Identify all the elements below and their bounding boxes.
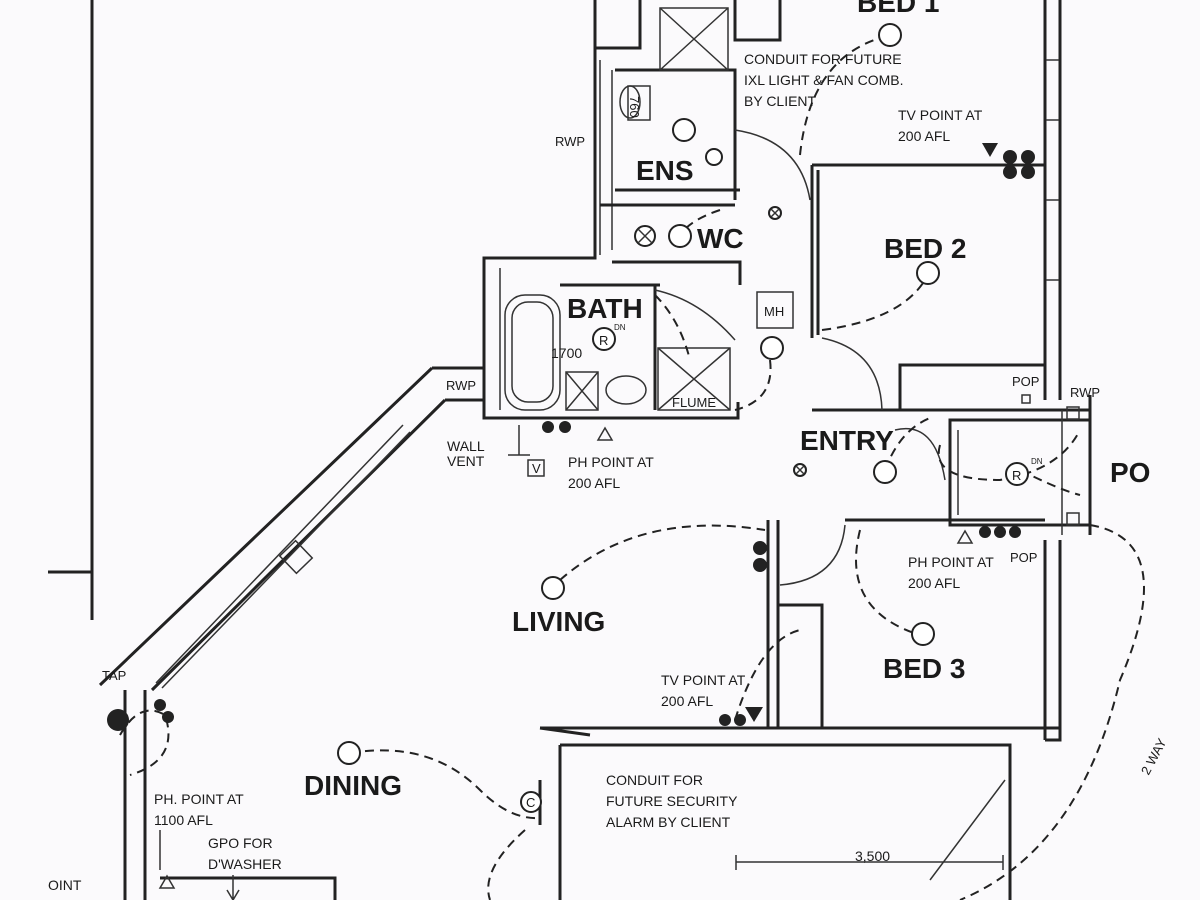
- label-flume: FLUME: [672, 395, 716, 410]
- circuits: [119, 37, 1145, 900]
- room-label-bed1: BED 1: [857, 0, 939, 18]
- security-conduit: [520, 791, 542, 813]
- light-point-bed2: [916, 261, 940, 285]
- label-pop-top: POP: [1012, 374, 1039, 389]
- symbol-r-entry: R: [1012, 468, 1021, 483]
- note-ph-bed3-1: PH POINT AT: [908, 554, 994, 570]
- label-rwp-bath: RWP: [446, 378, 476, 393]
- note-wall-vent-1: WALL: [447, 438, 485, 454]
- note-tv-living-1: TV POINT AT: [661, 672, 746, 688]
- note-conduit-future-3: BY CLIENT: [744, 93, 817, 109]
- label-wc-pan: 760: [627, 96, 642, 118]
- room-label-wc: WC: [697, 223, 744, 254]
- note-tv-top-2: 200 AFL: [898, 128, 950, 144]
- room-label-entry: ENTRY: [800, 425, 894, 456]
- label-rwp-right: RWP: [1070, 385, 1100, 400]
- note-ph-bed3-2: 200 AFL: [908, 575, 960, 591]
- note-gpo-1: GPO FOR: [208, 835, 273, 851]
- room-label-living: LIVING: [512, 606, 605, 637]
- room-label-bed3: BED 3: [883, 653, 965, 684]
- light-point-hall: [760, 336, 784, 360]
- label-v: V: [532, 461, 541, 476]
- vent-box: [527, 459, 545, 477]
- walls: [48, 0, 1092, 900]
- note-ph-bath-1: PH POINT AT: [568, 454, 654, 470]
- tv-point-living: [745, 707, 763, 722]
- note-tv-top-1: TV POINT AT: [898, 107, 983, 123]
- room-label-bath: BATH: [567, 293, 643, 324]
- label-bath-dim: 1700: [551, 345, 582, 361]
- note-security-1: CONDUIT FOR: [606, 772, 703, 788]
- symbol-r-bath: R: [599, 333, 608, 348]
- label-mh: MH: [764, 304, 784, 319]
- light-point-living: [541, 576, 565, 600]
- tv-point-bed1: [982, 143, 998, 157]
- exhaust-fan-ens: [705, 148, 723, 166]
- note-ph-dining-1: PH. POINT AT: [154, 791, 244, 807]
- light-point-ens: [672, 118, 696, 142]
- label-pop-bottom: POP: [1010, 550, 1037, 565]
- room-label-bed2: BED 2: [884, 233, 966, 264]
- rcd-entry: [1005, 462, 1029, 486]
- room-label-ens: ENS: [636, 155, 694, 186]
- symbol-dn-entry: DN: [1031, 457, 1043, 466]
- note-security-2: FUTURE SECURITY: [606, 793, 738, 809]
- note-ph-dining-2: 1100 AFL: [154, 812, 213, 828]
- note-security-3: ALARM BY CLIENT: [606, 814, 731, 830]
- room-label-po-cut: PO: [1110, 457, 1150, 488]
- room-labels: BED 1 ENS WC BED 2 BATH ENTRY LIVING BED…: [304, 0, 1150, 801]
- phone-point-bath: [596, 426, 614, 441]
- label-dim-3500: 3,500: [855, 848, 890, 864]
- double-gpo-symbols: [107, 150, 1035, 731]
- note-wall-vent-2: VENT: [447, 453, 485, 469]
- symbol-dn-bath: DN: [614, 323, 626, 332]
- label-tap: TAP: [102, 668, 126, 683]
- symbol-c: C: [526, 795, 535, 810]
- light-point-dining: [337, 741, 361, 765]
- note-gpo-2: D'WASHER: [208, 856, 282, 872]
- light-point-wc: [668, 224, 692, 248]
- light-point-bed1: [878, 23, 902, 47]
- manhole: [756, 291, 794, 329]
- light-point-entry: [873, 460, 897, 484]
- note-conduit-future-2: IXL LIGHT & FAN COMB.: [744, 72, 903, 88]
- phone-point-bed3: [956, 529, 974, 544]
- label-oint-cut: OINT: [48, 877, 82, 893]
- note-tv-living-2: 200 AFL: [661, 693, 713, 709]
- rcd-bath: [592, 327, 616, 351]
- door-swings: [654, 129, 946, 586]
- fixtures-symbols: [107, 23, 1080, 900]
- note-conduit-future-1: CONDUIT FOR FUTURE: [744, 51, 902, 67]
- room-label-dining: DINING: [304, 770, 402, 801]
- light-point-bed3: [911, 622, 935, 646]
- label-rwp-ens: RWP: [555, 134, 585, 149]
- phone-point-dining: [158, 874, 176, 889]
- note-ph-bath-2: 200 AFL: [568, 475, 620, 491]
- label-two-way: 2 WAY: [1138, 736, 1170, 778]
- annotations: CONDUIT FOR FUTURE IXL LIGHT & FAN COMB.…: [48, 51, 1170, 893]
